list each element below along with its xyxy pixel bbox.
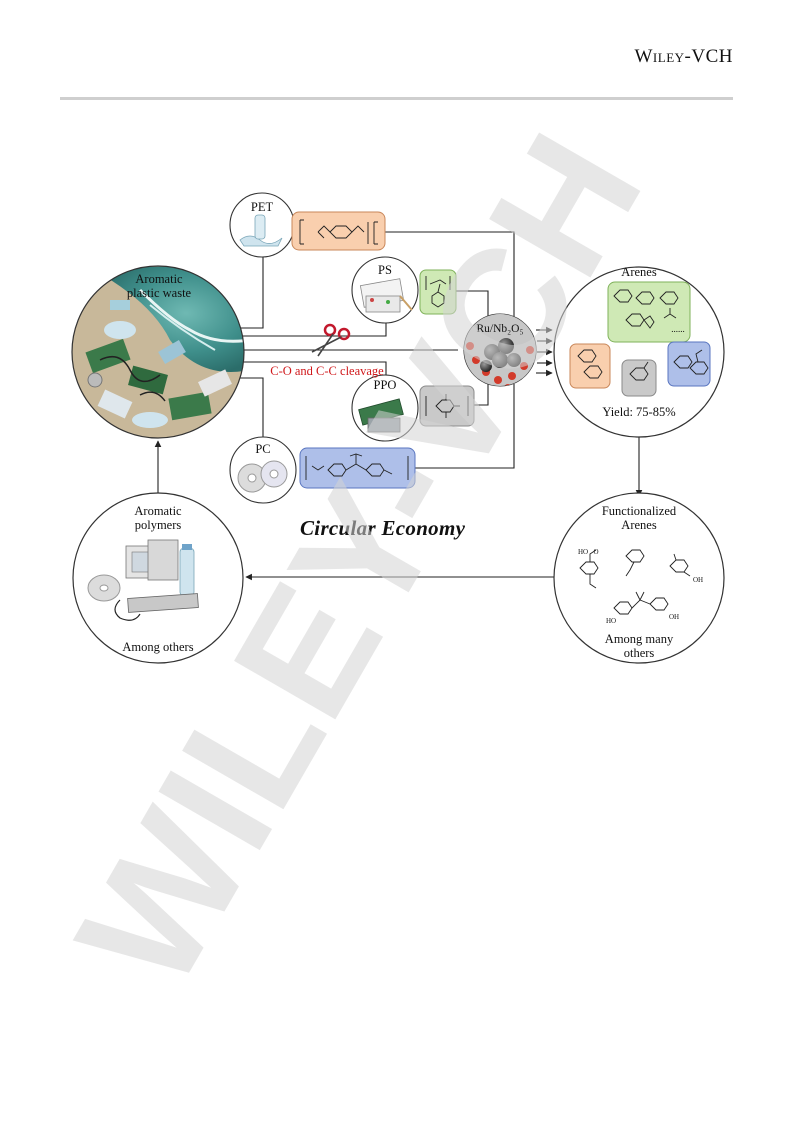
arenes-node	[553, 266, 725, 438]
publisher-logo-suffix: -VCH	[684, 46, 733, 67]
arenes-green-box	[607, 281, 691, 343]
plastic-waste-label-line2: plastic waste	[126, 286, 192, 300]
publisher-logo: Wiley-VCH	[635, 46, 734, 68]
header-rule	[60, 97, 733, 100]
catalyst-node	[463, 313, 537, 387]
plastic-waste-illustration	[72, 266, 244, 438]
functionalized-group-label: HO	[577, 548, 589, 556]
plastic-waste-label-line1: Aromatic	[135, 272, 183, 286]
functionalized-footer: Among many others	[589, 632, 689, 660]
publisher-logo-brand: Wiley	[634, 46, 685, 67]
functionalized-group-label: HO	[605, 617, 617, 625]
pet-structure-box	[291, 211, 386, 251]
ps-node	[351, 256, 457, 324]
arenes-blue-box	[667, 341, 711, 387]
functionalized-arenes-node	[553, 492, 725, 664]
aromatic-polymers-title-line1: Aromatic	[134, 504, 182, 518]
catalyst-label: Ru/Nb₂O₅	[476, 323, 524, 335]
scissors-icon	[311, 323, 351, 357]
arenes-more-dots: ......	[671, 324, 685, 334]
plastic-waste-label: Aromatic plastic waste	[114, 272, 204, 300]
functionalized-title-line2: Arenes	[621, 518, 657, 532]
functionalized-title: Functionalized Arenes	[589, 504, 689, 532]
functionalized-group-label: O	[593, 548, 599, 556]
aromatic-polymers-title-line2: polymers	[134, 518, 182, 532]
ppo-label: PPO	[373, 378, 397, 392]
functionalized-title-line1: Functionalized	[601, 504, 677, 518]
functionalized-group-label: OH	[668, 613, 680, 621]
ppo-node	[351, 374, 475, 442]
ppo-structure-box	[419, 385, 475, 427]
pet-node	[229, 192, 386, 258]
pc-node	[229, 436, 416, 504]
functionalized-group-label: OH	[692, 576, 704, 584]
pc-structure-box	[299, 447, 416, 489]
aromatic-polymers-node	[72, 492, 244, 664]
functionalized-footer-line1: Among many	[604, 632, 674, 646]
arenes-gray-box	[621, 359, 657, 397]
circular-economy-title: Circular Economy	[300, 516, 466, 540]
flow-lines	[154, 231, 643, 581]
arenes-title: Arenes	[621, 265, 657, 279]
plastic-waste-circle	[71, 265, 245, 439]
ps-label: PS	[378, 263, 392, 277]
cleavage-label: C-O and C-C cleavage	[270, 364, 384, 378]
aromatic-polymers-footer: Among others	[122, 640, 194, 654]
pc-label: PC	[255, 442, 271, 456]
arenes-yield: Yield: 75-85%	[602, 405, 676, 419]
functionalized-footer-line2: others	[623, 646, 655, 660]
aromatic-polymers-title: Aromatic polymers	[118, 504, 198, 532]
pet-label: PET	[250, 200, 274, 214]
